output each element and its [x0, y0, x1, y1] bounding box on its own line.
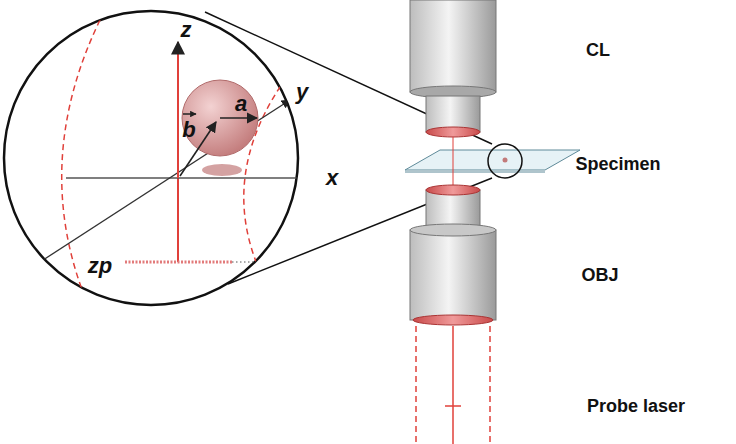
z-axis — [177, 42, 179, 178]
probe-laser — [416, 326, 490, 444]
x-axis — [66, 177, 318, 179]
focus-marker — [232, 262, 262, 263]
radius-a — [220, 117, 257, 119]
specimen-slide — [405, 144, 580, 178]
particle-sphere — [182, 80, 258, 156]
radius-label: a — [235, 93, 247, 115]
vector-sign — [183, 113, 196, 114]
focus-marker — [125, 261, 232, 264]
inset-circle — [4, 11, 298, 305]
condenser-lens — [410, 0, 496, 137]
z-axis — [177, 178, 179, 262]
vector-label: b — [182, 119, 195, 141]
component-label: CL — [586, 41, 610, 59]
axis-label: z — [181, 19, 192, 41]
objective-lens — [410, 185, 496, 325]
component-label: Specimen — [575, 155, 660, 173]
focus-label: zp — [88, 255, 112, 277]
particle-shadow — [202, 164, 242, 176]
beam-axis — [453, 137, 454, 186]
component-label: Probe laser — [587, 397, 685, 415]
component-label: OBJ — [581, 266, 618, 284]
axis-label: x — [326, 167, 338, 189]
axis-label: y — [296, 81, 308, 103]
